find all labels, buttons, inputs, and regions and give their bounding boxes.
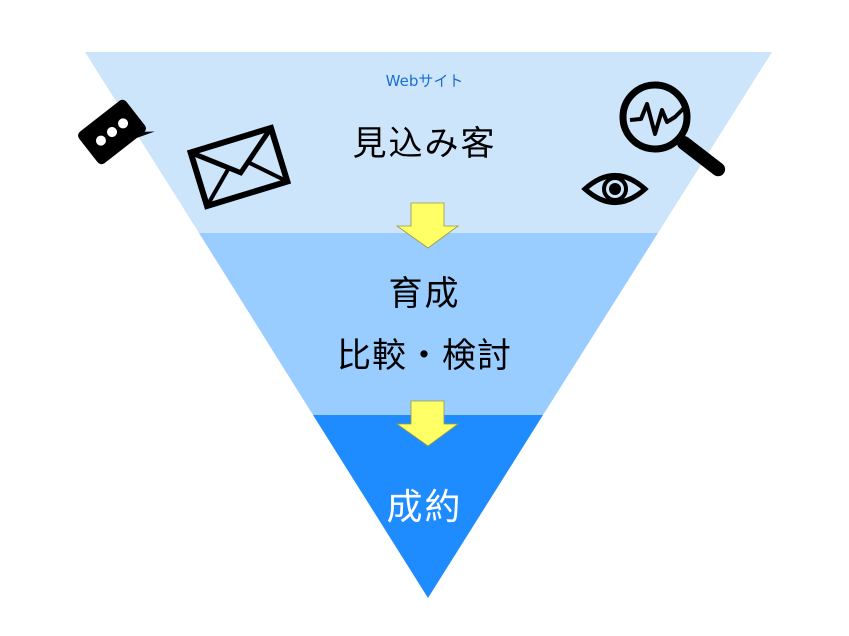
eye-icon: [581, 173, 649, 205]
stage-leads-label: 見込み客: [352, 124, 497, 164]
stage-nurture-label: 育成: [388, 274, 461, 314]
down-arrow-icon: [395, 400, 460, 447]
envelope-icon: [186, 124, 292, 210]
down-arrow-icon: [395, 202, 460, 249]
stage-leads-sublabel: Webサイト: [385, 72, 464, 90]
stage-compare-label: 比較・検討: [337, 336, 512, 376]
stage-conversion-label: 成約: [386, 487, 463, 528]
magnifier-pulse-icon: [619, 81, 726, 177]
funnel-stage-nurture: [199, 233, 658, 415]
funnel-stage-conversion: [313, 415, 543, 598]
